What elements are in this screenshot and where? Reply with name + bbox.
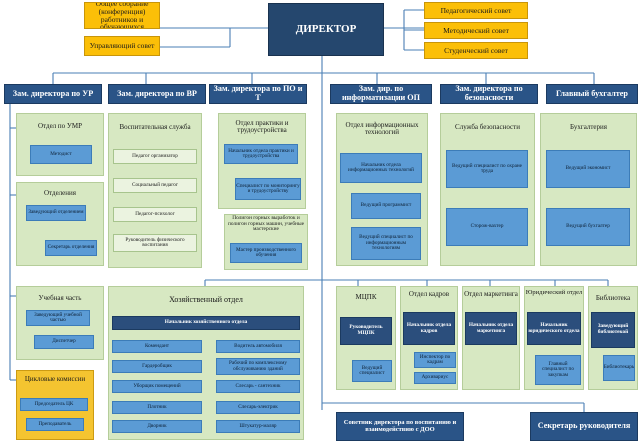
method-council-box: Методический совет — [424, 22, 528, 39]
eco-left-0: Комендант — [112, 340, 202, 353]
eco-left-3: Плотник — [112, 401, 202, 414]
pe-head-box: Руководитель физического воспитания — [113, 234, 197, 252]
archivist-box: Архивариус — [414, 372, 456, 384]
economic-head-box: Начальник хозяйственного отдела — [112, 316, 300, 330]
study-part-title: Учебная часть — [38, 294, 82, 302]
mcpk-lead-box: Ведущий специалист — [352, 360, 392, 382]
guard-box: Сторож-вахтер — [446, 208, 528, 246]
practice-head-box: Начальник отдела практики и трудоустройс… — [224, 144, 298, 164]
accountant-box: Ведущий бухгалтер — [546, 208, 630, 246]
eco-right-4: Штукатур-маляр — [216, 420, 300, 433]
marketing-head-box: Начальник отдела маркетинга — [465, 312, 517, 345]
eco-left-2: Уборщик помещений — [112, 380, 202, 393]
accounting-title: Бухгалтерия — [569, 123, 607, 131]
procurement-specialist-box: Главный специалист по закупкам — [535, 355, 581, 385]
master-box: Мастер производственного обучения — [230, 243, 302, 263]
labor-safety-box: Ведущий специалист по охране труда — [446, 150, 528, 188]
dept-head-box: Заведующий отделением — [26, 205, 86, 221]
social-ped-box: Социальный педагог — [113, 178, 197, 193]
cycle-commissions-title: Цикловые комиссии — [24, 375, 86, 383]
chief-accountant-box: Главный бухгалтер — [546, 84, 638, 104]
hr-title: Отдел кадров — [408, 290, 450, 298]
library-title: Библиотека — [595, 294, 631, 302]
it-head-box: Начальник отдела информационных технолог… — [340, 153, 422, 183]
eco-right-1: Рабочий по комплексному обслуживанию зда… — [216, 358, 300, 375]
eco-right-0: Водитель автомобиля — [216, 340, 300, 353]
dispatcher-box: Диспетчер — [34, 335, 94, 349]
deputy-vr-box: Зам. директора по ВР — [108, 84, 206, 104]
ped-psych-box: Педагог-психолог — [113, 207, 197, 222]
ped-org-box: Педагог организатор — [113, 149, 197, 164]
legal-head-box: Начальник юридического отдела — [527, 312, 581, 345]
general-meeting-box: Общее собрание (конференция) работников … — [84, 2, 160, 29]
hr-inspector-box: Инспектор по кадрам — [414, 352, 456, 368]
mcpk-title: МЦПК — [355, 293, 377, 301]
practice-dept-title: Отдел практики и трудоустройства — [235, 119, 289, 135]
hr-head-box: Начальник отдела кадров — [403, 312, 455, 345]
security-service-title: Служба безопасности — [455, 123, 520, 131]
librarian-box: Библиотекарь — [603, 355, 635, 381]
study-head-box: Заведующий учебной частью — [26, 310, 90, 326]
methodist-box: Методист — [30, 145, 92, 164]
marketing-title: Отдел маркетинга — [464, 290, 518, 298]
teacher-box: Преподаватель — [26, 418, 84, 431]
umr-dept-title: Отдел по УМР — [37, 122, 82, 130]
deputy-pot-box: Зам. директора по ПО и Т — [209, 84, 307, 104]
managing-council-box: Управляющий совет — [84, 36, 160, 56]
deputy-security-box: Зам. директора по безопасности — [440, 84, 538, 104]
director-box: ДИРЕКТОР — [268, 3, 384, 56]
advisor-box: Советник директора по воспитанию и взаим… — [336, 412, 464, 441]
programmer-box: Ведущий программист — [351, 193, 421, 219]
mcpk-head-box: Руководитель МЦПК — [340, 317, 392, 345]
ped-council-box: Педагогический совет — [424, 2, 528, 19]
deputy-umr-box: Зам. директора по УР — [4, 84, 102, 104]
it-dept-title: Отдел информационных технологий — [345, 121, 419, 137]
eco-right-2: Слесарь - сантехник — [216, 380, 300, 393]
dept-secretary-box: Секретарь отделения — [45, 240, 97, 256]
eco-left-4: Дворник — [112, 420, 202, 433]
student-council-box: Студенческий совет — [424, 42, 528, 59]
polygon-title: Полигон горных выработок и полигон горны… — [228, 215, 304, 233]
library-head-box: Заведующий библиотекой — [591, 312, 635, 348]
monitoring-specialist-box: Специалист по мониторингу и трудоустройс… — [235, 178, 301, 200]
it-lead-specialist-box: Ведущий специалист по информационным тех… — [351, 227, 421, 260]
deputy-it-box: Зам. дир. по информатизации ОП — [330, 84, 432, 104]
umr-dept-group — [16, 113, 104, 176]
legal-title: Юридический отдел — [525, 289, 583, 296]
economist-box: Ведущий экономист — [546, 150, 630, 188]
vr-service-title: Воспитательная служба — [119, 123, 191, 131]
economic-dept-title: Хозяйственный отдел — [169, 295, 243, 304]
cc-chair-box: Председатель ЦК — [20, 398, 88, 411]
departments-title: Отделения — [43, 189, 76, 197]
eco-left-1: Гардеробщик — [112, 360, 202, 373]
secretary-box: Секретарь руководителя — [530, 412, 638, 441]
eco-right-3: Слесарь-электрик — [216, 401, 300, 414]
